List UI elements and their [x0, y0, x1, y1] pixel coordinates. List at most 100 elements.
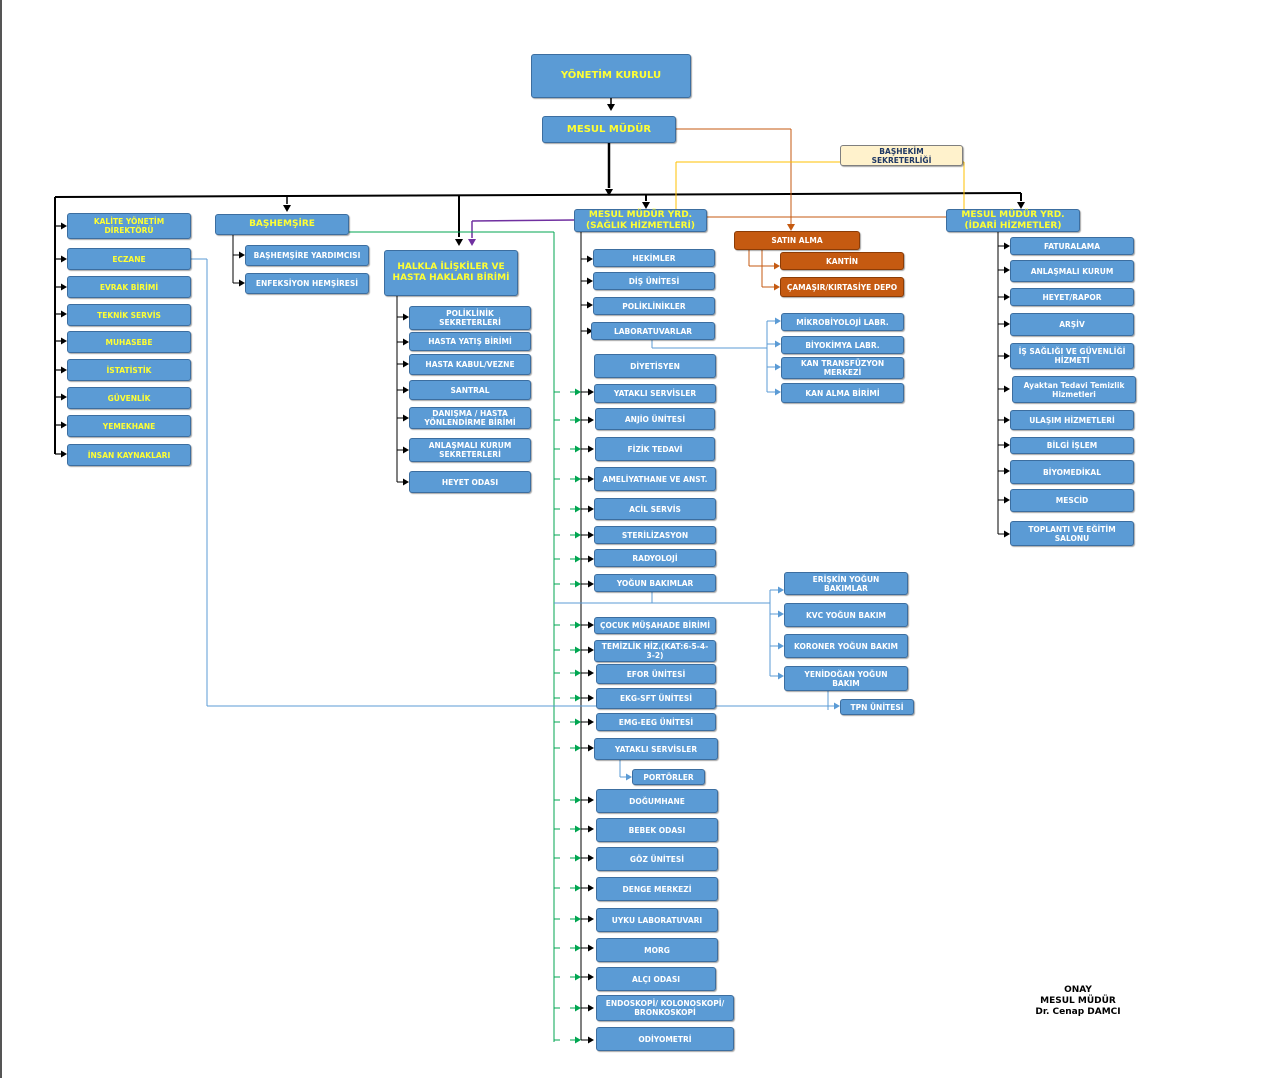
- arrowhead-right: [588, 744, 594, 752]
- arrowhead-right: [775, 340, 781, 348]
- arrowhead-right: [403, 478, 409, 486]
- arrowhead-right: [575, 854, 581, 862]
- arrowhead-right: [61, 421, 67, 429]
- arrowhead-right: [587, 327, 593, 335]
- health-service-19: DOĞUMHANE: [596, 789, 718, 813]
- arrowhead-right: [403, 338, 409, 346]
- health-service-5: YATAKLI SERVİSLER: [594, 384, 716, 403]
- health-service-27: ODİYOMETRİ: [596, 1027, 734, 1051]
- arrowhead-right: [575, 796, 581, 804]
- arrowhead-right: [1004, 352, 1010, 360]
- health-service-26: ENDOSKOPİ/ KOLONOSKOPİ/ BRONKOSKOPİ: [596, 995, 734, 1021]
- porters-box: PORTÖRLER: [632, 769, 705, 785]
- arrowhead-right: [575, 475, 581, 483]
- arrowhead-right: [575, 646, 581, 654]
- arrowhead-right: [588, 884, 594, 892]
- arrowhead-right: [575, 669, 581, 677]
- arrowhead-right: [575, 915, 581, 923]
- left-unit-technical: TEKNİK SERVİS: [67, 304, 191, 326]
- arrowhead-down: [607, 104, 615, 111]
- arrowhead-right: [588, 580, 594, 588]
- arrowhead-right: [778, 610, 784, 618]
- left-unit-dining: YEMEKHANE: [67, 415, 191, 437]
- arrowhead-right: [1004, 530, 1010, 538]
- arrowhead-right: [61, 222, 67, 230]
- arrowhead-right: [775, 388, 781, 396]
- arrowhead-right: [575, 1004, 581, 1012]
- arrowhead-right: [774, 262, 780, 270]
- admin-archive: ARŞİV: [1010, 313, 1134, 336]
- arrowhead-down: [468, 239, 476, 246]
- left-unit-accounting: MUHASEBE: [67, 331, 191, 353]
- health-service-24: MORG: [596, 938, 718, 962]
- arrowhead-right: [775, 363, 781, 371]
- manager-box: MESUL MÜDÜR: [542, 116, 676, 143]
- deputy-admin-box: MESUL MÜDÜR YRD. (İDARİ HİZMETLER): [946, 209, 1080, 232]
- pr-unit-admission: HASTA YATIŞ BİRİMİ: [409, 332, 531, 351]
- approval-title: ONAY: [1064, 985, 1092, 995]
- connector-2: [54, 192, 1022, 198]
- arrowhead-right: [588, 531, 594, 539]
- arrowhead-right: [587, 301, 593, 309]
- arrowhead-right: [588, 718, 594, 726]
- arrowhead-right: [588, 796, 594, 804]
- health-service-17: EMG-EEG ÜNİTESİ: [596, 713, 716, 731]
- arrowhead-right: [588, 854, 594, 862]
- arrowhead-right: [778, 586, 784, 594]
- purchasing-box: SATIN ALMA: [734, 231, 860, 250]
- arrowhead-right: [588, 1004, 594, 1012]
- arrowhead-right: [775, 317, 781, 325]
- arrowhead-right: [575, 555, 581, 563]
- health-service-11: RADYOLOJİ: [594, 549, 716, 567]
- arrowhead-right: [588, 646, 594, 654]
- head-nurse-assistant: BAŞHEMŞİRE YARDIMCISI: [245, 245, 369, 266]
- health-service-3: LABORATUVARLAR: [591, 322, 715, 340]
- arrowhead-right: [588, 475, 594, 483]
- health-service-4: DİYETİSYEN: [594, 354, 716, 378]
- arrowhead-right: [1004, 496, 1010, 504]
- pr-unit-registration: HASTA KABUL/VEZNE: [409, 354, 531, 375]
- purchasing-laundry-depot: ÇAMAŞIR/KIRTASİYE DEPO: [780, 277, 904, 297]
- arrowhead-right: [239, 279, 245, 287]
- purchasing-canteen: KANTİN: [780, 252, 904, 270]
- arrowhead-right: [588, 555, 594, 563]
- admin-outpatient-cleaning: Ayaktan Tedavi Temizlik Hizmetleri: [1012, 376, 1136, 403]
- arrowhead-down: [455, 239, 463, 246]
- admin-billing: FATURALAMA: [1010, 237, 1134, 255]
- admin-contracted-institution: ANLAŞMALI KURUM: [1010, 260, 1134, 282]
- arrowhead-right: [61, 283, 67, 291]
- left-unit-quality: KALİTE YÖNETİM DİREKTÖRÜ: [67, 213, 191, 239]
- arrowhead-right: [1004, 266, 1010, 274]
- arrowhead-right: [588, 669, 594, 677]
- arrowhead-right: [61, 450, 67, 458]
- arrowhead-right: [575, 445, 581, 453]
- arrowhead-right: [834, 702, 840, 710]
- health-service-10: STERİLİZASYON: [594, 526, 716, 544]
- arrowhead-right: [588, 445, 594, 453]
- arrowhead-right: [575, 531, 581, 539]
- left-unit-statistics: İSTATİSTİK: [67, 359, 191, 381]
- health-service-16: EKG-SFT ÜNİTESİ: [596, 688, 716, 709]
- left-unit-documents: EVRAK BİRİMİ: [67, 276, 191, 298]
- arrowhead-right: [778, 642, 784, 650]
- health-service-0: HEKİMLER: [593, 249, 715, 267]
- lab-biochemistry: BİYOKİMYA LABR.: [781, 336, 904, 354]
- public-relations-box: HALKLA İLİŞKİLER VE HASTA HAKLARI BİRİMİ: [384, 250, 518, 296]
- arrowhead-right: [575, 973, 581, 981]
- health-service-1: DİŞ ÜNİTESİ: [593, 272, 715, 290]
- arrowhead-right: [239, 251, 245, 259]
- arrowhead-right: [403, 386, 409, 394]
- admin-biomedical: BİYOMEDİKAL: [1010, 460, 1134, 484]
- infection-nurse: ENFEKSİYON HEMŞİRESİ: [245, 273, 369, 294]
- admin-meeting-hall: TOPLANTI VE EĞİTİM SALONU: [1010, 521, 1134, 546]
- pr-unit-outpatient-secretaries: POLİKLİNİK SEKRETERLERİ: [409, 306, 531, 330]
- arrowhead-right: [588, 505, 594, 513]
- board-box: YÖNETİM KURULU: [531, 54, 691, 98]
- arrowhead-right: [588, 1036, 594, 1044]
- arrowhead-right: [575, 621, 581, 629]
- arrowhead-right: [588, 825, 594, 833]
- arrowhead-right: [575, 825, 581, 833]
- health-service-2: POLİKLİNİKLER: [593, 297, 715, 315]
